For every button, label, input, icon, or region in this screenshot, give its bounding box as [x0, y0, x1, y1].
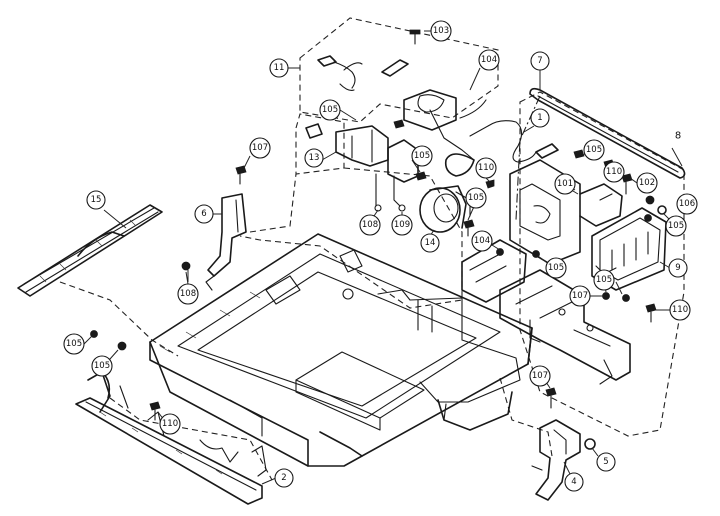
svg-text:6: 6 — [201, 209, 206, 219]
callout-14: 14 — [420, 233, 440, 253]
motor-14 — [419, 185, 471, 233]
svg-text:103: 103 — [433, 26, 449, 36]
assembly-outlines — [59, 17, 685, 481]
rail-15 — [17, 204, 163, 297]
svg-text:110: 110 — [162, 419, 178, 429]
callout-104: 104 — [471, 230, 493, 252]
harness-group-outline — [299, 17, 499, 123]
slide-assy — [461, 239, 631, 385]
callout-11: 11 — [269, 58, 289, 78]
svg-text:101: 101 — [557, 179, 573, 189]
callout-9: 9 — [668, 258, 688, 278]
callout-6: 6 — [194, 204, 214, 224]
callout-106: 106 — [676, 193, 698, 215]
svg-text:4: 4 — [571, 477, 576, 487]
svg-text:107: 107 — [252, 143, 268, 153]
callout-7: 7 — [530, 51, 550, 71]
callout-105: 105 — [91, 355, 113, 377]
callout-110: 110 — [159, 413, 181, 435]
svg-text:106: 106 — [679, 199, 695, 209]
svg-text:15: 15 — [91, 195, 102, 205]
svg-text:105: 105 — [468, 193, 484, 203]
callout-107: 107 — [249, 137, 271, 159]
svg-text:105: 105 — [548, 263, 564, 273]
svg-text:105: 105 — [586, 145, 602, 155]
rod-7 — [529, 87, 686, 179]
svg-text:2: 2 — [281, 473, 286, 483]
callout-2: 2 — [274, 468, 294, 488]
bracket-6-guide — [249, 173, 297, 233]
cord-1 — [469, 120, 559, 163]
svg-text:108: 108 — [180, 289, 196, 299]
svg-text:110: 110 — [672, 305, 688, 315]
svg-text:5: 5 — [603, 457, 608, 467]
callout-107: 107 — [529, 365, 551, 387]
svg-text:9: 9 — [675, 263, 680, 273]
callout-103: 103 — [430, 20, 452, 42]
base-tray — [149, 233, 533, 467]
svg-text:13: 13 — [309, 153, 320, 163]
callout-110: 110 — [669, 299, 691, 321]
frame-outline — [295, 113, 345, 175]
svg-text:105: 105 — [414, 151, 430, 161]
front-cover-2 — [75, 371, 267, 505]
callout-1: 1 — [530, 108, 550, 128]
callout-108: 108 — [177, 283, 199, 305]
svg-text:109: 109 — [394, 220, 410, 230]
callout-109: 109 — [391, 214, 413, 236]
callout-105: 105 — [593, 269, 615, 291]
svg-text:105: 105 — [94, 361, 110, 371]
svg-text:108: 108 — [362, 220, 378, 230]
callouts: 103 11 104 7 8 105 1 107 13 105 110 105 … — [63, 20, 698, 492]
svg-text:104: 104 — [481, 55, 497, 65]
svg-text:107: 107 — [532, 371, 548, 381]
tray-to-rail-outline — [59, 281, 179, 357]
svg-text:102: 102 — [639, 178, 655, 188]
callout-5: 5 — [596, 452, 616, 472]
cam-block — [403, 89, 487, 177]
bracket-6 — [205, 193, 247, 291]
callout-105: 105 — [411, 145, 433, 167]
callout-105: 105 — [545, 257, 567, 279]
harness-11 — [317, 55, 409, 91]
front-cover-guide — [109, 397, 273, 481]
callout-105: 105 — [63, 333, 85, 355]
svg-text:110: 110 — [606, 167, 622, 177]
svg-text:105: 105 — [596, 275, 612, 285]
callout-4: 4 — [564, 472, 584, 492]
center-brackets — [305, 123, 419, 212]
callout-105: 105 — [665, 215, 687, 237]
rear-panel — [509, 159, 667, 291]
callout-105: 105 — [319, 99, 341, 121]
svg-text:8: 8 — [675, 131, 681, 142]
callout-110: 110 — [475, 157, 497, 179]
side-bracket-4 — [531, 419, 596, 501]
callout-110: 110 — [603, 161, 625, 183]
rear-panel-outline — [519, 91, 685, 437]
callout-104: 104 — [478, 49, 500, 71]
svg-text:107: 107 — [572, 291, 588, 301]
callout-107: 107 — [569, 285, 591, 307]
svg-text:110: 110 — [478, 163, 494, 173]
callout-15: 15 — [86, 190, 106, 210]
svg-text:105: 105 — [66, 339, 82, 349]
callout-108: 108 — [359, 214, 381, 236]
svg-text:14: 14 — [425, 238, 436, 248]
callout-8: 8 — [675, 131, 681, 142]
svg-text:105: 105 — [322, 105, 338, 115]
callout-105: 105 — [583, 139, 605, 161]
svg-text:104: 104 — [474, 236, 490, 246]
side-bracket-guide — [499, 377, 553, 457]
svg-text:105: 105 — [668, 221, 684, 231]
callout-13: 13 — [304, 148, 324, 168]
callout-101: 101 — [554, 173, 576, 195]
screws — [90, 29, 667, 421]
svg-text:7: 7 — [537, 56, 542, 66]
callout-105: 105 — [465, 187, 487, 209]
svg-text:11: 11 — [274, 63, 285, 73]
callout-102: 102 — [636, 172, 658, 194]
svg-text:1: 1 — [537, 113, 542, 123]
